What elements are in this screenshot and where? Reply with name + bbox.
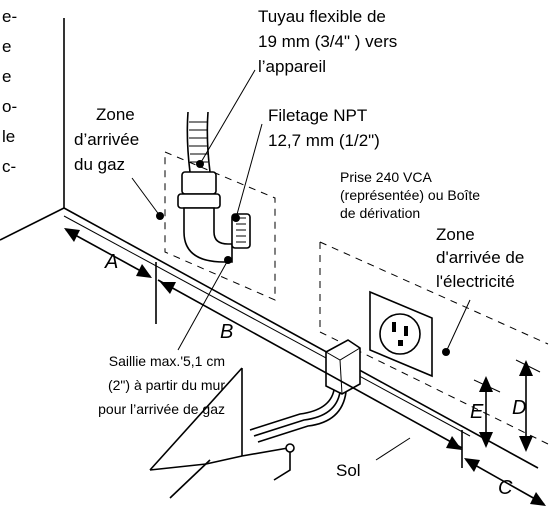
hose-label-line: l’appareil bbox=[258, 57, 326, 76]
thread-label-line: 12,7 mm (1/2") bbox=[268, 131, 380, 150]
hose-label: Tuyau flexible de 19 mm (3/4" ) vers l’a… bbox=[258, 7, 397, 76]
projection-label-line: (2") à partir du mur bbox=[108, 377, 225, 393]
dimension-d: D bbox=[512, 359, 541, 452]
floor-left-edge bbox=[0, 207, 65, 241]
gas-zone-leader-dot bbox=[156, 212, 164, 220]
dimension-b-label: B bbox=[220, 321, 233, 343]
dimension-e: E bbox=[470, 376, 501, 448]
left-text-line: o- bbox=[2, 97, 17, 116]
projection-leader-dot bbox=[224, 256, 232, 264]
dimension-c-label: C bbox=[498, 477, 513, 499]
gas-zone-outline bbox=[164, 151, 276, 301]
projection-label: Saillie max.'5,1 cm (2") à partir du mur… bbox=[98, 353, 225, 417]
outlet-label-line: Prise 240 VCA bbox=[340, 169, 432, 185]
thread-leader bbox=[235, 123, 263, 219]
dimension-a: A bbox=[64, 228, 157, 324]
hose-leader-dot bbox=[196, 160, 204, 168]
electrical-zone-label-line: Zone bbox=[436, 225, 475, 244]
gas-zone-label: Zone d’arrivée du gaz bbox=[74, 105, 139, 174]
electrical-zone-label: Zone d'arrivée de l'électricité bbox=[436, 225, 524, 291]
elbow-fitting bbox=[183, 207, 251, 263]
outlet-label-line: (représentée) ou Boîte bbox=[340, 187, 480, 203]
flexible-hose bbox=[177, 111, 221, 209]
gas-zone-label-line: du gaz bbox=[74, 155, 125, 174]
left-text-line: le bbox=[2, 127, 15, 146]
gas-zone-label-line: Zone bbox=[96, 105, 135, 124]
outlet-label: Prise 240 VCA (représentée) ou Boîte de … bbox=[340, 169, 480, 221]
left-text-line: e bbox=[2, 37, 11, 56]
dimension-e-label: E bbox=[470, 401, 484, 423]
left-text-line: e bbox=[2, 67, 11, 86]
power-plug bbox=[249, 339, 361, 443]
dimension-a-label: A bbox=[104, 251, 118, 273]
left-text-column: e- e e o- le c- bbox=[2, 7, 17, 176]
wall-outline bbox=[0, 18, 539, 469]
hose-label-line: 19 mm (3/4" ) vers bbox=[258, 32, 397, 51]
thread-label-line: Filetage NPT bbox=[268, 106, 367, 125]
electrical-zone-leader bbox=[445, 299, 471, 353]
electrical-zone-leader-dot bbox=[442, 348, 450, 356]
dimension-b: B bbox=[157, 279, 463, 468]
baseboard-line bbox=[63, 215, 471, 437]
electrical-outlet bbox=[369, 290, 433, 378]
outlet-label-line: de dérivation bbox=[340, 205, 420, 221]
gas-zone-label-line: d’arrivée bbox=[74, 130, 139, 149]
hose-leader bbox=[199, 69, 256, 165]
floor-label: Sol bbox=[336, 461, 361, 480]
thread-leader-dot bbox=[232, 214, 240, 222]
left-text-line: c- bbox=[2, 157, 16, 176]
thread-label: Filetage NPT 12,7 mm (1/2") bbox=[268, 106, 380, 150]
dimension-c: C bbox=[464, 458, 546, 506]
gas-zone-leader bbox=[131, 177, 161, 217]
dimension-d-label: D bbox=[512, 397, 526, 419]
appliance-corner bbox=[149, 367, 295, 499]
wall-base-line bbox=[63, 207, 539, 469]
projection-label-line: pour l’arrivée de gaz bbox=[98, 401, 225, 417]
floor-leader bbox=[375, 437, 411, 461]
left-text-line: e- bbox=[2, 7, 17, 26]
hose-label-line: Tuyau flexible de bbox=[258, 7, 386, 26]
projection-leader bbox=[177, 259, 229, 351]
electrical-zone-label-line: l'électricité bbox=[436, 272, 515, 291]
projection-label-line: Saillie max.'5,1 cm bbox=[109, 353, 225, 369]
electrical-zone-label-line: d'arrivée de bbox=[436, 248, 524, 267]
